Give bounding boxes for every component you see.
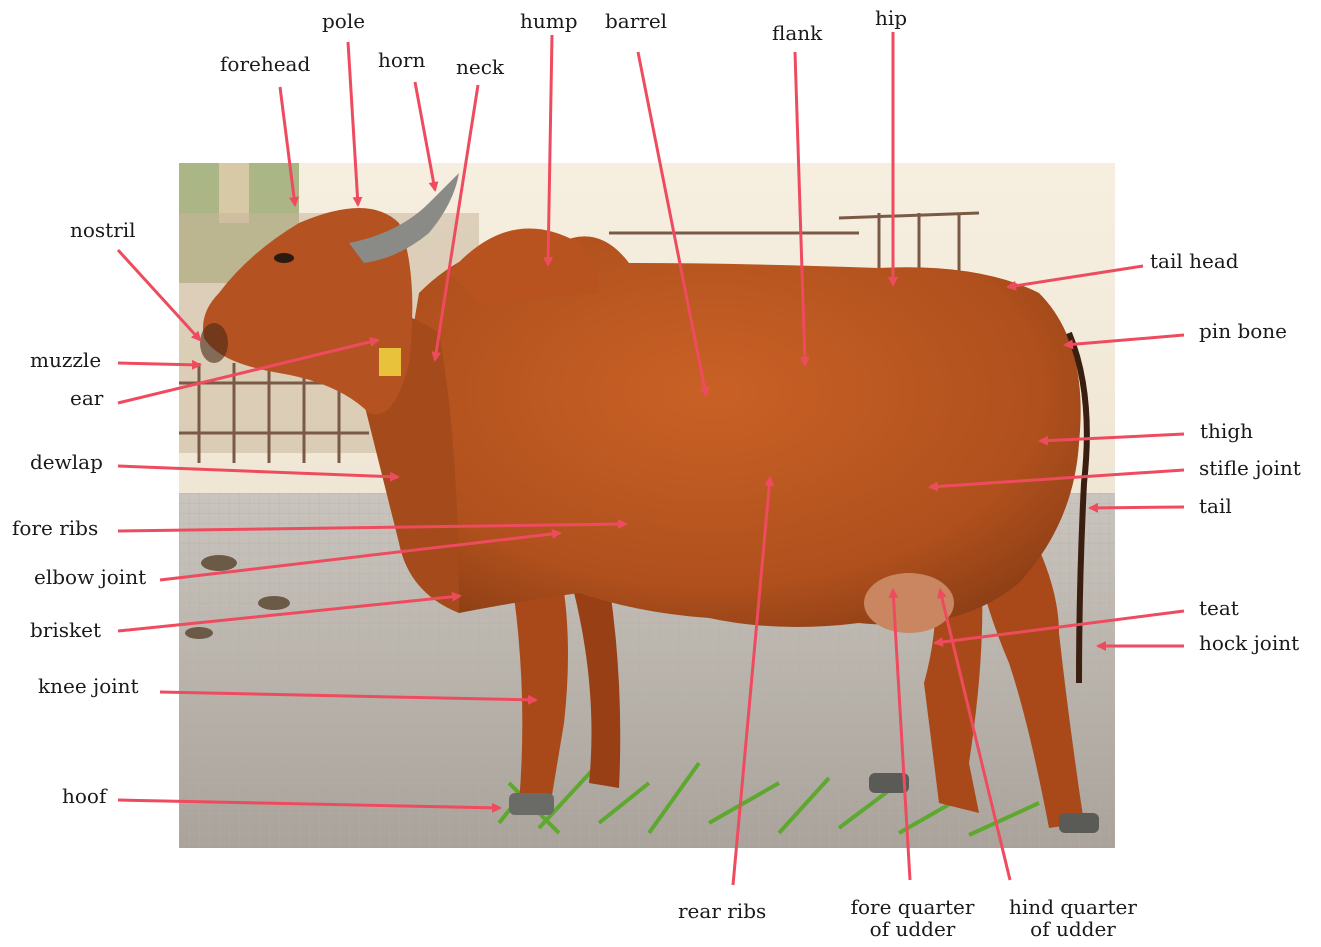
arrow-elbow-joint bbox=[160, 533, 560, 580]
arrow-barrel bbox=[638, 52, 706, 395]
arrow-brisket bbox=[118, 596, 460, 631]
arrow-hump bbox=[548, 35, 552, 265]
arrow-ear bbox=[118, 340, 378, 403]
arrow-stifle-joint bbox=[930, 470, 1184, 487]
arrow-tail bbox=[1090, 507, 1184, 508]
arrow-neck bbox=[435, 85, 478, 360]
arrow-pole bbox=[348, 42, 358, 205]
arrow-pin-bone bbox=[1065, 335, 1184, 345]
arrow-teat bbox=[935, 611, 1184, 643]
arrow-dewlap bbox=[118, 466, 398, 477]
arrow-nostril bbox=[118, 250, 200, 340]
arrow-flank bbox=[795, 52, 805, 365]
arrow-muzzle bbox=[118, 363, 200, 365]
arrow-hoof bbox=[118, 800, 500, 808]
arrow-thigh bbox=[1040, 434, 1184, 441]
arrow-horn bbox=[415, 82, 435, 190]
arrow-fore-quarter bbox=[893, 590, 910, 880]
arrow-tail-head bbox=[1008, 266, 1143, 287]
arrow-forehead bbox=[280, 87, 295, 205]
arrow-knee-joint bbox=[160, 692, 536, 700]
arrow-fore-ribs bbox=[118, 524, 626, 531]
arrow-rear-ribs bbox=[733, 478, 770, 885]
